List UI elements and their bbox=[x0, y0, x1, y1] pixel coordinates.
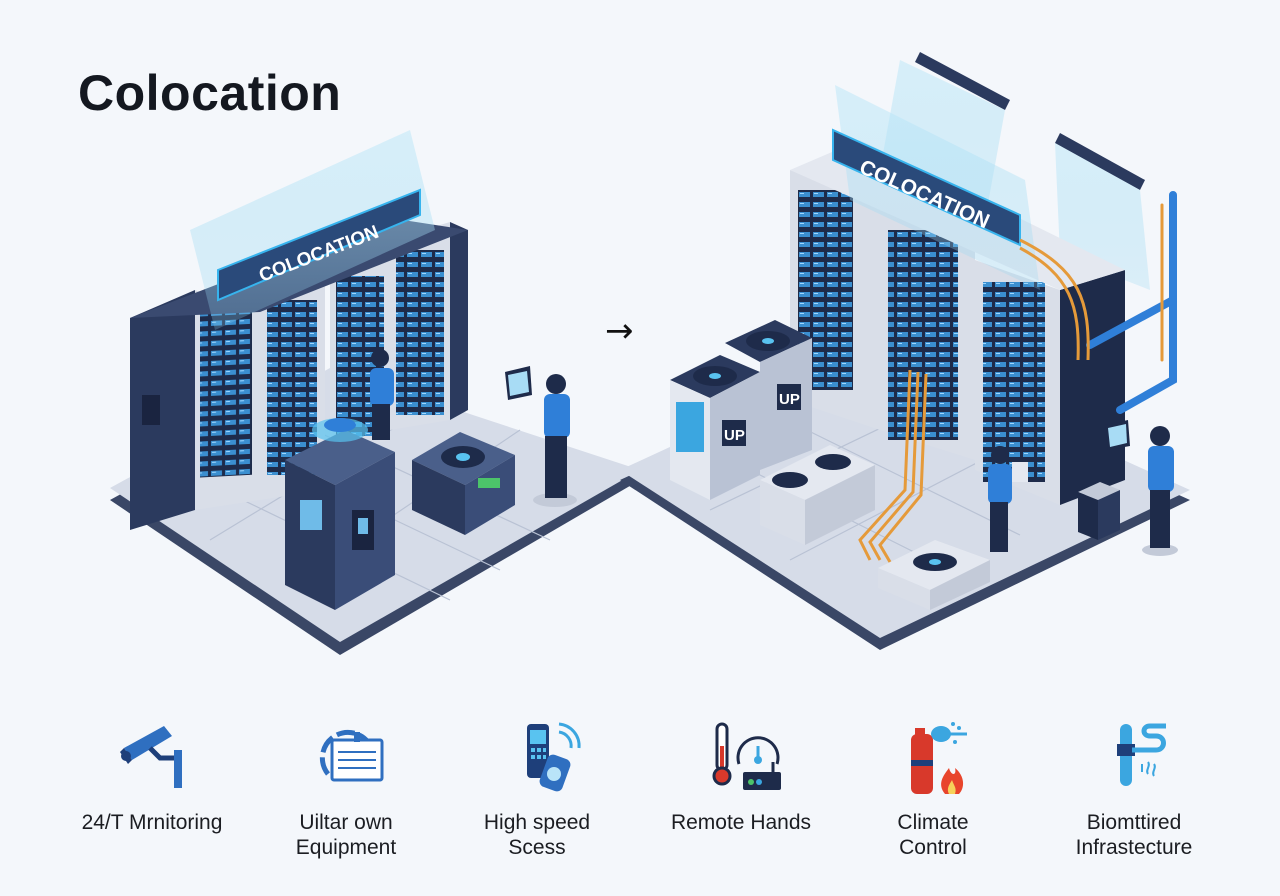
security-camera-icon bbox=[120, 726, 182, 788]
feature-label-line1: High speed bbox=[483, 811, 591, 834]
left-server-racks bbox=[130, 218, 468, 530]
feature-remote-hands: Remote Hands bbox=[641, 710, 841, 835]
page-title: Colocation bbox=[78, 65, 342, 121]
feature-infrastructure: Biomttired Infrastecture bbox=[1034, 710, 1234, 860]
feature-label-line2: Control bbox=[899, 836, 967, 859]
chiller-unit bbox=[760, 445, 875, 545]
colocation-illustration: COLOCATION → bbox=[110, 52, 1190, 655]
feature-label-line1: Remote Hands bbox=[670, 811, 812, 834]
ups-label-1: UP bbox=[724, 427, 745, 444]
right-technician-laptop bbox=[1105, 420, 1178, 556]
left-technician-rack bbox=[370, 349, 394, 440]
left-access-kiosk bbox=[285, 418, 395, 610]
feature-high-speed-access: High speed Scess bbox=[437, 710, 637, 860]
feature-label-line1: Uiltar own bbox=[299, 811, 393, 834]
left-technician-laptop bbox=[505, 366, 577, 507]
cooling-pipes bbox=[1086, 191, 1177, 414]
feature-label-line2: Equipment bbox=[295, 836, 397, 859]
ups-label-2: UP bbox=[779, 391, 800, 408]
handheld-devices-icon bbox=[527, 722, 581, 792]
data-cables bbox=[858, 238, 1090, 563]
feature-label-line2: Infrastecture bbox=[1075, 836, 1193, 859]
condenser-unit bbox=[878, 540, 990, 610]
features-row: 24/T Mrnitoring Uiltar own Equipment bbox=[0, 700, 1280, 896]
ups-unit-1: UP bbox=[670, 355, 760, 500]
thermometer-router-icon bbox=[712, 722, 781, 790]
transition-arrow-icon: → bbox=[605, 311, 634, 351]
ups-unit-2: UP bbox=[725, 320, 812, 470]
fire-extinguisher-icon bbox=[911, 722, 967, 794]
feature-label-line1: Biomttired bbox=[1086, 811, 1182, 834]
right-technician-center bbox=[988, 446, 1028, 552]
left-cooling-unit bbox=[412, 432, 515, 535]
feature-own-equipment: Uiltar own Equipment bbox=[246, 710, 446, 860]
cooling-pipe-icon bbox=[1117, 723, 1166, 786]
right-small-unit bbox=[1078, 482, 1120, 540]
right-colocation-sign: COLOCATION bbox=[832, 85, 1040, 290]
feature-label-line1: 24/T Mrnitoring bbox=[81, 811, 223, 834]
id-badge-icon bbox=[319, 729, 384, 782]
feature-label-line2: Scess bbox=[508, 836, 566, 859]
feature-label-line1: Climate bbox=[897, 811, 969, 834]
feature-monitoring: 24/T Mrnitoring bbox=[52, 710, 252, 835]
feature-climate-control: Climate Control bbox=[833, 710, 1033, 860]
